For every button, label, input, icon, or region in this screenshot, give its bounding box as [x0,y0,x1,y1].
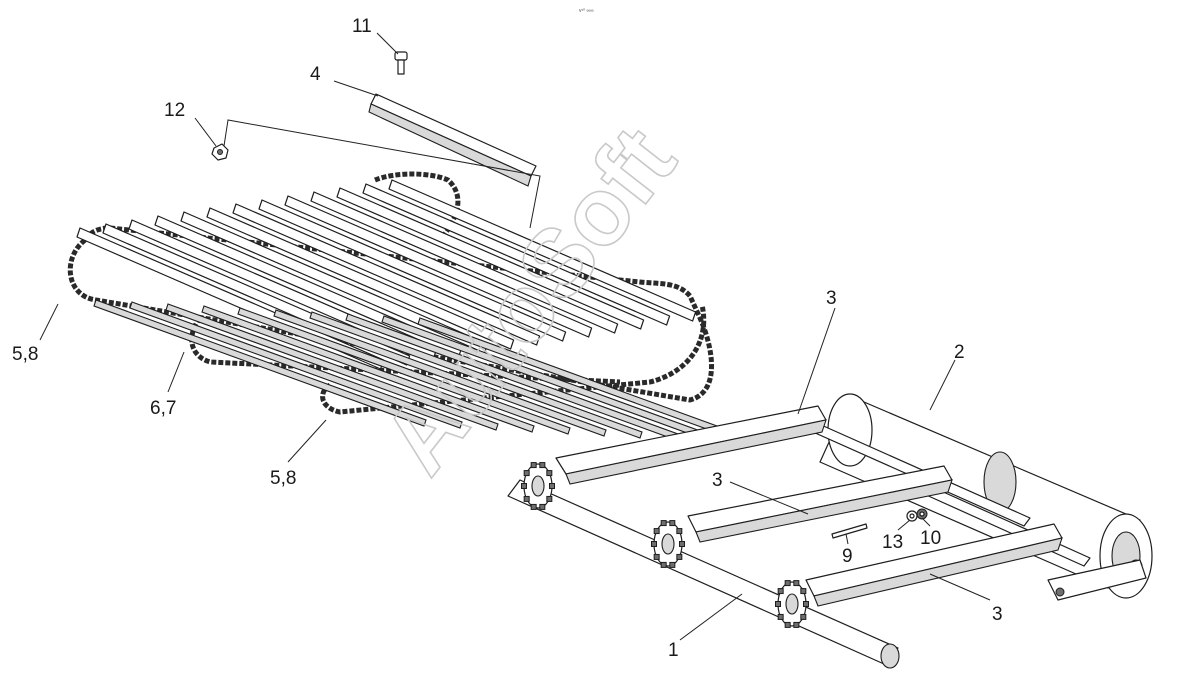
slat [310,191,619,334]
callout-2: 2 [954,342,965,363]
conveyor-chain-middle [189,316,621,385]
nut-icon [211,143,229,161]
slat [284,195,593,338]
sprocket-icon [521,462,555,510]
slat [206,207,515,350]
lower-bar [165,303,499,431]
bolt-icon [394,51,408,75]
header-small-text: v¹⁰ ∞∞ [579,8,594,14]
sprocket-icon [775,580,809,628]
callout-5-8-left: 5,8 [12,344,38,365]
callout-5-8-bottom: 5,8 [270,468,296,489]
leader-lines [39,32,991,641]
lower-bar [93,299,427,427]
lower-bar [237,307,571,435]
bracket-bolt-icon [1055,587,1065,597]
slat [362,183,671,326]
drive-assembly [507,393,1153,669]
frame-middle [687,465,953,543]
slat [232,203,541,346]
callout-12: 12 [164,100,185,121]
callout-13: 13 [882,532,903,553]
conveyor-chain-top [374,171,461,242]
callout-10: 10 [920,528,941,549]
callout-3-lower: 3 [992,604,1003,625]
guide-rail-underside [368,103,532,187]
washer-icon [906,510,918,522]
guide-rail [370,93,537,177]
drum-bracket [1047,559,1147,601]
slat [336,187,645,330]
frame-lower [805,523,1063,607]
slat [258,199,567,342]
callout-1: 1 [668,640,679,661]
callout-11: 11 [352,16,372,37]
frame-upper [555,405,827,485]
sprocket-icon [651,520,685,568]
callout-6-7: 6,7 [150,398,176,419]
lower-bar [273,309,607,437]
callout-9: 9 [842,546,853,567]
slat [388,179,697,322]
slat-conveyor-assembly [67,51,751,445]
callout-4: 4 [310,64,321,85]
conveyor-lower-bars [93,299,751,445]
callout-3-upper: 3 [826,288,837,309]
slat [102,223,411,366]
lower-bar [309,311,643,439]
sprockets [521,462,809,628]
lower-bar [129,301,463,429]
lower-bar [201,305,535,433]
pin-icon [831,523,868,539]
nut-small-icon [916,508,928,520]
conveyor-chain-rear [320,304,707,415]
callout-3-middle: 3 [712,470,723,491]
assembly-guide-line [223,119,541,229]
conveyor-slats [76,179,697,370]
